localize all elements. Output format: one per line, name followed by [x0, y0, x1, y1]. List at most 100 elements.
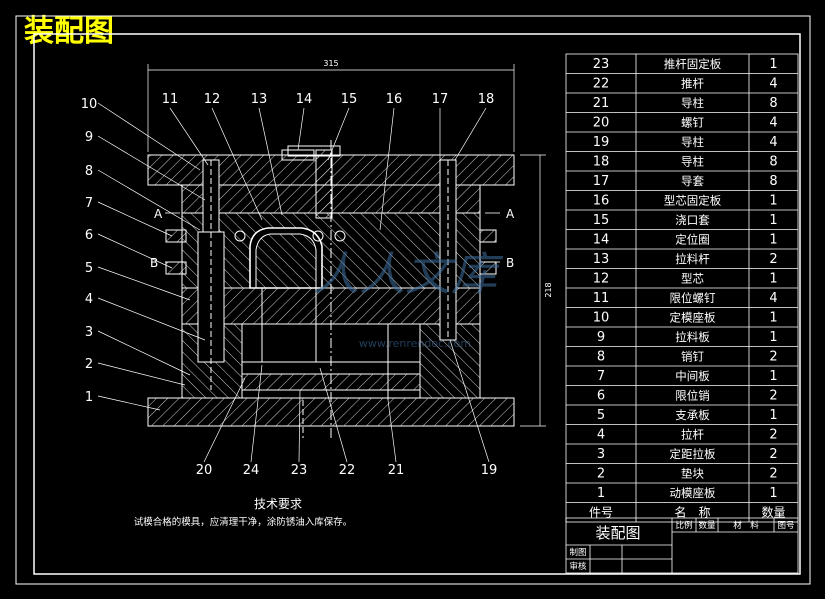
bom-row-no: 22	[593, 77, 610, 92]
bom-row-qty: 8	[769, 155, 777, 170]
bom-row-no: 3	[597, 447, 605, 462]
width-dimension: 315	[323, 59, 338, 68]
bom-row-qty: 1	[769, 311, 777, 326]
bom-row-no: 9	[597, 330, 605, 345]
callout-left-8: 8	[85, 164, 93, 179]
bom-row-no: 17	[593, 174, 610, 189]
callout-bottom-24: 24	[243, 463, 260, 478]
bom-row-no: 16	[593, 194, 610, 209]
section-a-right: A	[506, 207, 515, 221]
bom-row-name: 导柱	[681, 96, 704, 110]
bom-row-name: 中间板	[675, 369, 710, 383]
bom-row-no: 12	[593, 272, 610, 287]
bom-row-no: 7	[597, 369, 605, 384]
callout-bottom-23: 23	[291, 463, 308, 478]
bom-row-qty: 2	[769, 252, 777, 267]
bom-row-qty: 1	[769, 272, 777, 287]
bom-header-no: 件号	[589, 506, 613, 520]
callout-bottom-22: 22	[339, 463, 356, 478]
section-b-right: B	[506, 256, 514, 270]
bom-row-name: 螺钉	[681, 116, 704, 130]
bom-row-qty: 4	[769, 291, 777, 306]
titleblock-scale: 比例	[675, 520, 692, 531]
bom-row-name: 限位螺钉	[670, 291, 716, 305]
bom-row-qty: 2	[769, 428, 777, 443]
bom-row-qty: 4	[769, 135, 777, 150]
callout-bottom-19: 19	[481, 463, 498, 478]
titleblock-checked: 审核	[569, 561, 587, 572]
bom-row-no: 15	[593, 213, 610, 228]
bom-header-qty: 数量	[761, 505, 785, 520]
watermark-text: 人人文库	[313, 247, 504, 301]
bom-row-name: 浇口套	[675, 213, 710, 227]
inner-frame	[33, 33, 801, 575]
callout-top-14: 14	[296, 92, 313, 107]
bom-row-name: 型芯	[681, 272, 704, 286]
bom-row-no: 1	[597, 486, 605, 501]
bom-row-qty: 1	[769, 408, 777, 423]
bom-row-no: 20	[593, 116, 610, 131]
watermark-url: www.renrendoc.com	[359, 337, 471, 350]
bom-row-no: 8	[597, 350, 605, 365]
callout-top-12: 12	[204, 92, 221, 107]
section-marks	[165, 212, 500, 263]
bom-row-name: 导柱	[681, 155, 704, 169]
bom-row-name: 销钉	[681, 350, 704, 364]
bom-row-qty: 1	[769, 194, 777, 209]
bom-row-name: 定位圈	[675, 233, 710, 247]
callout-top-17: 17	[432, 92, 449, 107]
bom-row-no: 6	[597, 389, 605, 404]
mold-section	[147, 140, 515, 438]
bom-row-no: 10	[593, 311, 610, 326]
callout-top-11: 11	[162, 92, 179, 107]
title-block	[565, 517, 799, 574]
bom-row-name: 推杆	[681, 77, 704, 91]
bom-row-no: 2	[597, 467, 605, 482]
titleblock-drawing-no: 图号	[777, 521, 794, 531]
callout-left-2: 2	[85, 357, 93, 372]
bom-row-no: 23	[593, 57, 610, 72]
bom-row-name: 推杆固定板	[664, 57, 722, 71]
bom-row-qty: 1	[769, 57, 777, 72]
callout-bottom-21: 21	[388, 463, 405, 478]
titleblock-name: 装配图	[595, 524, 640, 542]
titleblock-material: 材 料	[733, 520, 759, 531]
section-b-left: B	[150, 256, 158, 270]
callout-top-13: 13	[251, 92, 268, 107]
bom-row-no: 4	[597, 428, 605, 443]
bom-row-qty: 1	[769, 486, 777, 501]
bom-row-name: 限位销	[675, 389, 710, 403]
bom-row-name: 拉料板	[675, 330, 710, 344]
callout-left-1: 1	[85, 390, 93, 405]
bom-row-qty: 8	[769, 174, 777, 189]
bom-row-no: 13	[593, 252, 610, 267]
bom-row-no: 14	[593, 233, 610, 248]
bom-row-no: 19	[593, 135, 610, 150]
callout-leaders	[97, 102, 490, 463]
tech-requirements-title: 技术要求	[254, 497, 302, 511]
dimension-lines	[147, 64, 546, 427]
bom-row-qty: 1	[769, 369, 777, 384]
callout-left-3: 3	[85, 325, 93, 340]
callout-top-18: 18	[478, 92, 495, 107]
callout-left-10: 10	[81, 97, 98, 112]
callout-left-4: 4	[85, 292, 93, 307]
bom-row-name: 拉料杆	[675, 252, 710, 266]
bom-row-name: 导柱	[681, 135, 704, 149]
bom-row-qty: 1	[769, 330, 777, 345]
drawing-title: 装配图	[24, 14, 114, 49]
bom-row-qty: 2	[769, 389, 777, 404]
bom-row-qty: 8	[769, 96, 777, 111]
callout-top-16: 16	[386, 92, 403, 107]
bom-row-qty: 1	[769, 213, 777, 228]
callout-left-7: 7	[85, 196, 93, 211]
titleblock-count: 数量	[698, 520, 716, 531]
bom-row-qty: 4	[769, 77, 777, 92]
bom-row-name: 垫块	[681, 467, 704, 481]
bom-row-qty: 2	[769, 447, 777, 462]
bom-row-no: 21	[593, 96, 610, 111]
bom-row-name: 支承板	[675, 408, 710, 422]
